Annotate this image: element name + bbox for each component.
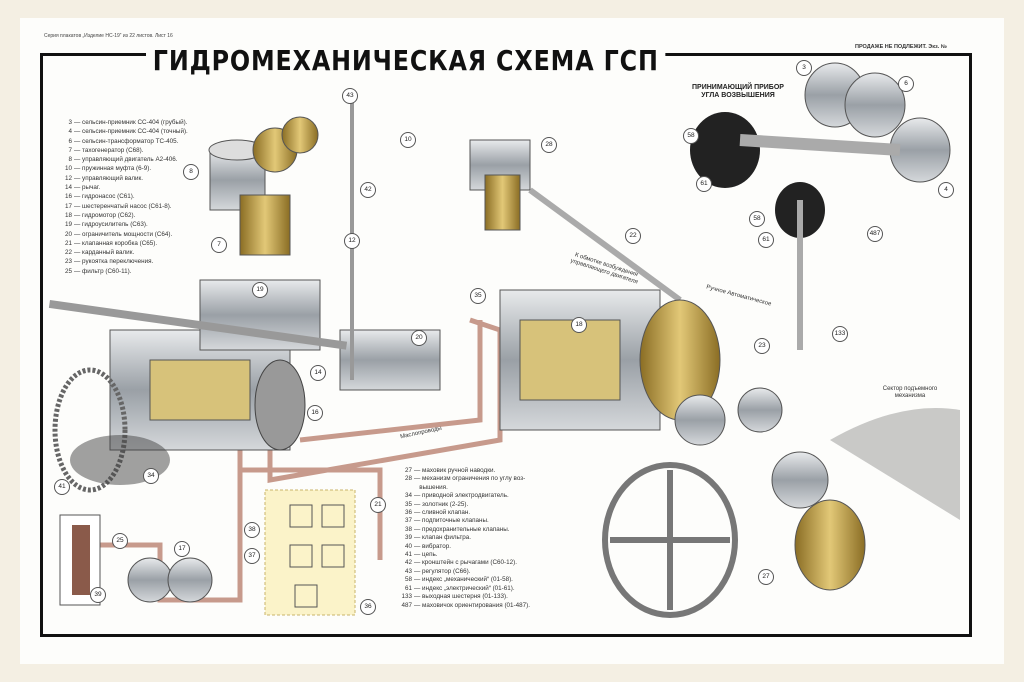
output-gear — [794, 499, 866, 591]
callout: 42 — [360, 182, 376, 198]
callout: 7 — [211, 237, 227, 253]
legend-item: 8— управляющий двигатель А2-406. — [68, 156, 178, 164]
legend-item: 34— приводной электродвигатель. — [404, 492, 509, 500]
callout: 3 — [796, 60, 812, 76]
legend-item: 61— индекс „электрический“ (01-61). — [404, 584, 515, 592]
filter-element — [72, 525, 90, 595]
series-note: Серия плакатов „Изделие НС-19“ из 22 лис… — [44, 33, 173, 39]
sector-caption: Сектор подъемного механизма — [882, 386, 938, 399]
callout: 6 — [898, 76, 914, 92]
callout: 20 — [411, 330, 427, 346]
gear — [281, 116, 319, 154]
legend-item: 20— ограничитель мощности (С64). — [64, 230, 173, 238]
callout: 38 — [244, 522, 260, 538]
callout: 37 — [244, 548, 260, 564]
callout: 8 — [183, 164, 199, 180]
callout: 4 — [938, 182, 954, 198]
chain-41 — [52, 367, 128, 493]
legend-item: 35— золотник (2-25). — [404, 500, 469, 508]
callout: 23 — [754, 338, 770, 354]
callout: 12 — [344, 233, 360, 249]
callout: 36 — [360, 599, 376, 615]
callout: 35 — [470, 288, 486, 304]
hydromotor-18 — [499, 289, 721, 431]
cardan-shaft-22 — [528, 187, 682, 303]
legend-item: 487— маховичок ориентирования (01-487). — [401, 601, 530, 609]
tachogenerator-7 — [239, 194, 291, 256]
legend-item: 22— карданный валик. — [64, 249, 135, 257]
legend-item: 40— вибратор. — [404, 542, 451, 550]
legend-item: 21— клапанная коробка (С65). — [64, 239, 158, 247]
callout: 21 — [370, 497, 386, 513]
legend-item: 28— механизм ограничения по углу воз- — [404, 475, 526, 483]
legend-item: вышения. — [419, 483, 448, 491]
callout: 58 — [683, 128, 699, 144]
callout: 39 — [90, 587, 106, 603]
legend-item: 4— сельсин-приемник СС-404 (точный). — [68, 128, 188, 136]
handwheel-27 — [602, 462, 738, 618]
legend-item: 41— цепь. — [404, 551, 438, 559]
callout: 487 — [867, 226, 883, 242]
callout: 41 — [54, 479, 70, 495]
callout: 10 — [400, 132, 416, 148]
callout: 17 — [174, 541, 190, 557]
legend-item: 133— выходная шестерня (01-133). — [401, 593, 508, 601]
notice: ПРОДАЖЕ НЕ ПОДЛЕЖИТ. Экз. № — [855, 44, 947, 50]
callout: 43 — [342, 88, 358, 104]
gear-pump-17 — [127, 557, 173, 603]
receiver-instrument — [690, 62, 951, 350]
legend-item: 42— кронштейн с рычагами (С60-12). — [404, 559, 517, 567]
callout: 133 — [832, 326, 848, 342]
legend-left: 3— сельсин-приемник СС-404 (грубый). 4— … — [52, 118, 188, 276]
lifting-sector — [830, 408, 960, 520]
legend-item: 7— тахогенератор (С68). — [68, 146, 144, 154]
legend-item: 10— пружинная муфта (6-9). — [64, 165, 152, 173]
legend-right: 27— маховик ручной наводки. 28— механизм… — [392, 467, 530, 610]
lever-14 — [48, 300, 348, 350]
callout: 34 — [143, 468, 159, 484]
legend-item: 18— гидромотор (С62). — [64, 211, 136, 219]
legend-item: 12— управляющий валик. — [64, 174, 144, 182]
callout: 22 — [625, 228, 641, 244]
callout: 25 — [112, 533, 128, 549]
legend-item: 17— шестеренчатый насос (С61-8). — [64, 202, 172, 210]
legend-item: 23— рукоятка переключения. — [64, 258, 154, 266]
legend-item: 25— фильтр (С60-11). — [64, 267, 132, 275]
legend-item: 43— регулятор (С66). — [404, 567, 471, 575]
legend-item: 36— сливной клапан. — [404, 509, 471, 517]
oil-lines — [100, 317, 503, 603]
page-title: ГИДРОМЕХАНИЧЕСКАЯ СХЕМА ГСП — [146, 44, 666, 78]
legend-item: 37— подпиточные клапаны. — [404, 517, 489, 525]
legend-item: 39— клапан фильтра. — [404, 534, 471, 542]
callout: 58 — [749, 211, 765, 227]
callout: 19 — [252, 282, 268, 298]
callout: 16 — [307, 405, 323, 421]
legend-item: 16— гидронасос (С61). — [64, 193, 135, 201]
limiter-28 — [469, 139, 531, 231]
callout: 14 — [310, 365, 326, 381]
legend-item: 58— индекс „механический“ (01-58). — [404, 576, 513, 584]
callout: 61 — [758, 232, 774, 248]
legend-item: 3— сельсин-приемник СС-404 (грубый). — [68, 119, 188, 126]
callout: 61 — [696, 176, 712, 192]
legend-item: 38— предохранительные клапаны. — [404, 525, 510, 533]
callout: 28 — [541, 137, 557, 153]
legend-item: 14— рычаг. — [64, 184, 101, 192]
legend-item: 6— сельсин-трансформатор ТС-405. — [68, 137, 179, 145]
legend-item: 19— гидроусилитель (С63). — [64, 221, 148, 229]
callout: 18 — [571, 317, 587, 333]
receiver-caption: ПРИНИМАЮЩИЙ ПРИБОР УГЛА ВОЗВЫШЕНИЯ — [692, 84, 784, 99]
legend-item: 27— маховик ручной наводки. — [404, 467, 496, 474]
valve-box — [264, 489, 356, 616]
callout: 27 — [758, 569, 774, 585]
